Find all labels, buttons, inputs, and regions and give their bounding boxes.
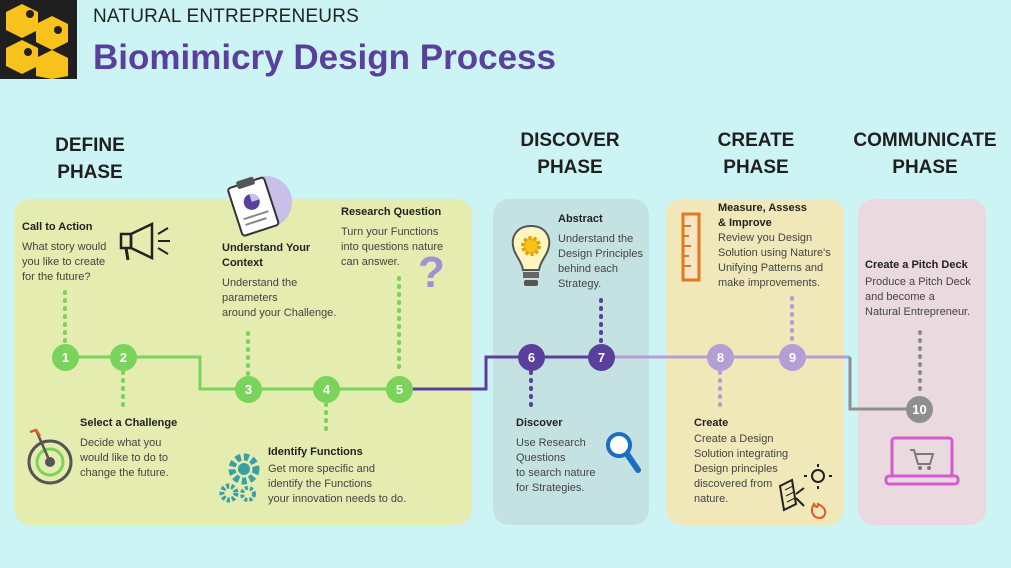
step-1-block: Call to Action What story would you like… — [22, 220, 122, 285]
step-5-line2: into questions nature — [341, 241, 444, 253]
step-8-line2: Solution integrating — [694, 448, 789, 460]
phase-discover-heading: DISCOVER PHASE — [505, 127, 635, 181]
step-6-line4: for Strategies. — [516, 482, 585, 494]
phase-discover-line1: DISCOVER — [520, 130, 620, 151]
step-8-title: Create — [694, 417, 729, 429]
step-6-title: Discover — [516, 417, 563, 429]
step-node-4: 4 — [313, 376, 340, 403]
step-node-10: 10 — [906, 396, 933, 423]
step-6-line2: Questions — [516, 452, 566, 464]
step-9-line3: Unifying Patterns and — [718, 262, 824, 274]
target-icon — [27, 428, 73, 485]
page-title: Biomimicry Design Process — [93, 38, 556, 77]
step-node-6: 6 — [518, 344, 545, 371]
clipboard-chart-icon — [227, 176, 292, 237]
step-4-line1: Get more specific and — [268, 463, 375, 475]
step-8-block: Create Create a Design Solution integrat… — [694, 416, 814, 507]
communicate-phase-panel — [858, 199, 986, 525]
step-10-block: Create a Pitch Deck Produce a Pitch Deck… — [865, 258, 985, 320]
step-10-line3: Natural Entrepreneur. — [865, 306, 971, 318]
step-3-line1: Understand the — [222, 277, 298, 289]
step-9-title-line1: Measure, Assess — [718, 202, 807, 214]
step-5-line1: Turn your Functions — [341, 226, 439, 238]
phase-communicate-line1: COMMUNICATE — [853, 130, 997, 151]
step-1-line2: you like to create — [22, 256, 106, 268]
step-node-3: 3 — [235, 376, 262, 403]
step-3-title-line2: Context — [222, 257, 263, 269]
step-8-line1: Create a Design — [694, 433, 774, 445]
step-9-block: Measure, Assess & Improve Review you Des… — [718, 201, 843, 291]
step-2-title: Select a Challenge — [80, 417, 178, 429]
step-8-line4: discovered from — [694, 478, 773, 490]
step-5-title: Research Question — [341, 206, 442, 218]
step-node-1: 1 — [52, 344, 79, 371]
lightbulb-icon — [511, 224, 551, 286]
step-7-line4: Strategy. — [558, 278, 602, 290]
step-8-line5: nature. — [694, 493, 729, 505]
step-6-block: Discover Use Research Questions to searc… — [516, 416, 616, 496]
step-6-line3: to search nature — [516, 467, 596, 479]
step-10-title: Create a Pitch Deck — [865, 259, 968, 271]
step-1-title: Call to Action — [22, 221, 93, 233]
step-1-line1: What story would — [22, 241, 107, 253]
step-8-line3: Design principles — [694, 463, 778, 475]
phase-define-line2: PHASE — [57, 162, 123, 183]
step-node-2: 2 — [110, 344, 137, 371]
phase-communicate-heading: COMMUNICATE PHASE — [844, 127, 1006, 181]
solar-sun-fire-icon — [778, 464, 832, 520]
gears-icon — [219, 453, 260, 503]
brand-name: NATURAL ENTREPRENEURS — [93, 6, 360, 27]
step-2-line2: would like to do to — [80, 452, 169, 464]
magnifier-icon — [606, 432, 641, 473]
step-4-line2: identify the Functions — [268, 478, 372, 490]
step-7-line1: Understand the — [558, 233, 634, 245]
step-7-title: Abstract — [558, 213, 603, 225]
phase-communicate-line2: PHASE — [892, 157, 958, 178]
ruler-icon — [681, 212, 701, 282]
step-3-line3: around your Challenge. — [222, 307, 337, 319]
megaphone-icon — [119, 222, 170, 261]
step-10-line2: and become a — [865, 291, 935, 303]
step-7-block: Abstract Understand the Design Principle… — [558, 212, 653, 292]
step-node-7: 7 — [588, 344, 615, 371]
step-2-line3: change the future. — [80, 467, 169, 479]
step-node-8: 8 — [707, 344, 734, 371]
step-node-5: 5 — [386, 376, 413, 403]
step-1-line3: for the future? — [22, 271, 91, 283]
step-9-title-line2: & Improve — [718, 217, 772, 229]
step-2-block: Select a Challenge Decide what you would… — [80, 416, 200, 481]
step-9-line4: make improvements. — [718, 277, 821, 289]
phase-create-heading: CREATE PHASE — [696, 127, 816, 181]
step-10-line1: Produce a Pitch Deck — [865, 276, 971, 288]
step-9-line2: Solution using Nature's — [718, 247, 831, 259]
step-5-block: Research Question Turn your Functions in… — [341, 205, 461, 270]
phase-discover-line2: PHASE — [537, 157, 603, 178]
step-5-line3: can answer. — [341, 256, 400, 268]
laptop-cart-icon — [884, 436, 960, 486]
step-7-line3: behind each — [558, 263, 618, 275]
step-2-line1: Decide what you — [80, 437, 162, 449]
honeycomb-bees-icon — [0, 0, 77, 79]
step-4-title: Identify Functions — [268, 446, 363, 458]
phase-define-heading: DEFINE PHASE — [40, 132, 140, 186]
step-7-line2: Design Principles — [558, 248, 643, 260]
phase-create-line1: CREATE — [717, 130, 795, 151]
step-9-line1: Review you Design — [718, 232, 813, 244]
step-4-line3: your innovation needs to do. — [268, 493, 407, 505]
question-mark-icon: ? — [418, 248, 445, 297]
phase-create-line2: PHASE — [723, 157, 789, 178]
step-6-line1: Use Research — [516, 437, 586, 449]
step-node-9: 9 — [779, 344, 806, 371]
step-3-line2: parameters — [222, 292, 278, 304]
phase-define-line1: DEFINE — [55, 135, 125, 156]
step-3-title-line1: Understand Your — [222, 242, 311, 254]
step-3-block: Understand Your Context Understand the p… — [222, 241, 352, 321]
step-4-block: Identify Functions Get more specific and… — [268, 445, 428, 507]
